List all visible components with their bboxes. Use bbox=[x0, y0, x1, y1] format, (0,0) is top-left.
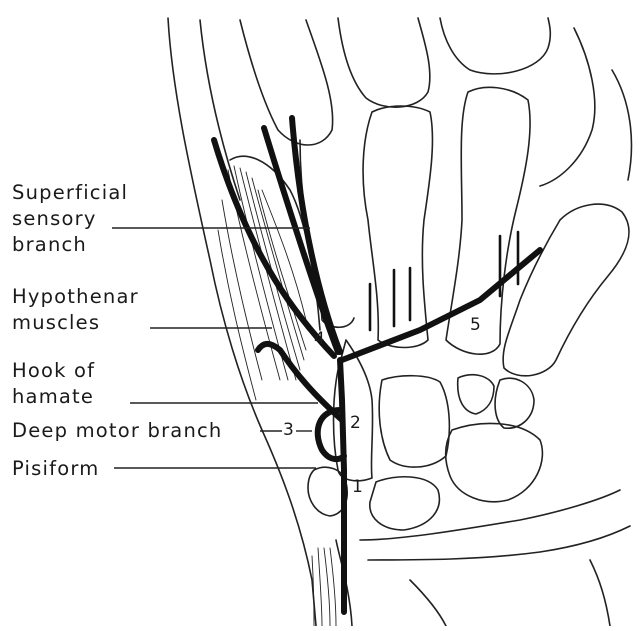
label-superficial-line3: branch bbox=[12, 234, 87, 256]
deep-motor-branch bbox=[342, 250, 540, 360]
capitate-bone bbox=[379, 376, 449, 467]
number-5: 5 bbox=[470, 316, 481, 334]
label-hypothenar-line1: Hypothenar bbox=[12, 286, 139, 308]
lunate-bone bbox=[370, 477, 440, 530]
scaphoid-bone bbox=[446, 423, 543, 501]
finger-shape-1 bbox=[240, 20, 333, 145]
number-4: 4 bbox=[314, 330, 325, 348]
forearm-line-2 bbox=[590, 560, 610, 626]
number-2: 2 bbox=[350, 414, 361, 432]
number-3: 3 bbox=[283, 421, 294, 439]
label-deep-motor: Deep motor branch bbox=[12, 420, 223, 442]
trapezium-bone bbox=[495, 378, 534, 428]
label-hypothenar-line2: muscles bbox=[12, 312, 100, 334]
ulnar-nerve-trunk bbox=[340, 360, 344, 612]
metacarpal-3 bbox=[363, 106, 432, 348]
label-pisiform: Pisiform bbox=[12, 458, 99, 480]
label-superficial-line1: Superficial bbox=[12, 182, 128, 204]
number-1: 1 bbox=[352, 478, 363, 496]
metacarpal-1 bbox=[503, 204, 629, 376]
label-hook-line2: hamate bbox=[12, 386, 94, 408]
label-superficial-line2: sensory bbox=[12, 208, 97, 230]
finger-shape-2 bbox=[338, 18, 430, 107]
radius-outline bbox=[360, 490, 620, 540]
hand-outline-inner bbox=[200, 20, 240, 200]
trapezoid-bone bbox=[458, 375, 494, 414]
finger-shape-5 bbox=[612, 70, 631, 180]
label-hook-line1: Hook of bbox=[12, 360, 95, 382]
finger-shape-3 bbox=[440, 18, 550, 74]
forearm-line bbox=[410, 580, 446, 626]
hand-outline-ulnar bbox=[168, 18, 316, 626]
metacarpal-2 bbox=[446, 87, 530, 354]
finger-shape-4 bbox=[540, 28, 595, 186]
radius-distal bbox=[368, 526, 630, 560]
